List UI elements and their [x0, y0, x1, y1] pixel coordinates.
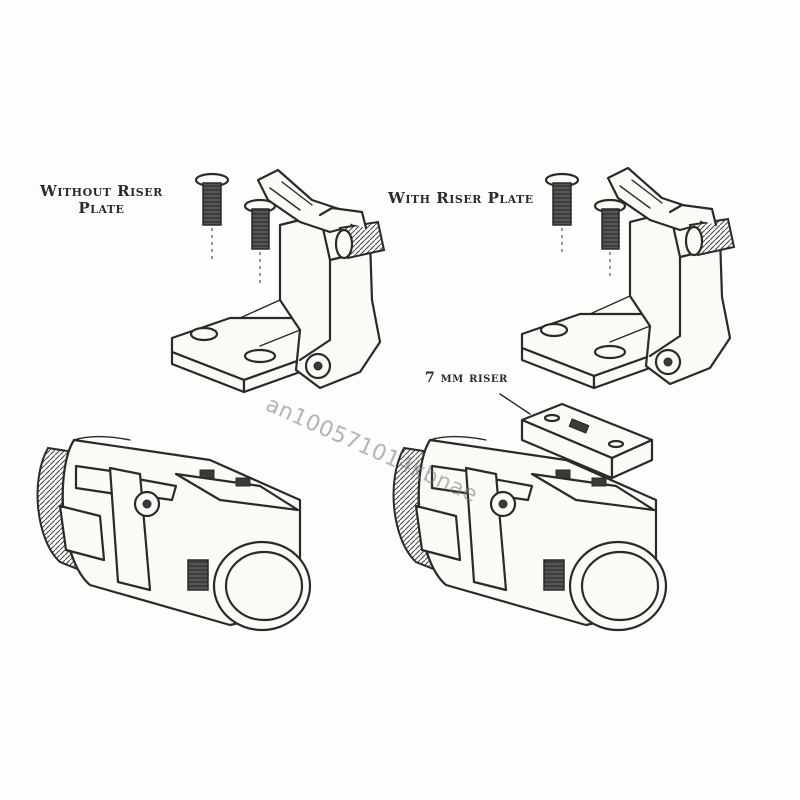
mount-left: [170, 168, 386, 394]
label-without-riser-plate: Without Riser Plate: [40, 182, 163, 218]
riser-plate: [499, 393, 654, 480]
magnifier-right: [392, 435, 668, 632]
label-without-line2: Plate: [78, 199, 125, 218]
label-without-line1: Without Riser: [40, 182, 163, 200]
screw-right-long: [544, 172, 580, 256]
mount-right: [520, 166, 736, 390]
magnifier-left: [36, 435, 312, 632]
screw-left-long: [194, 172, 230, 262]
label-with-riser-plate: With Riser Plate: [388, 189, 534, 207]
screw-left-short: [243, 198, 277, 285]
label-7mm-riser: 7 mm riser: [425, 370, 508, 386]
screw-right-short: [593, 198, 627, 280]
